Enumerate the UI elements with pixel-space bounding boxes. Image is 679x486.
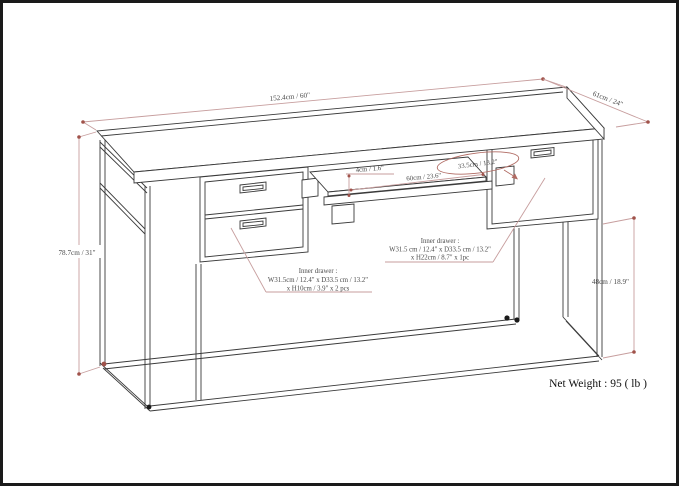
left-pedestal-inner-frame bbox=[204, 171, 304, 258]
callout-right-line2: W31.5 cm / 12.4" x D33.5 cm / 13.2" bbox=[389, 247, 491, 254]
desk-top-right-edge bbox=[566, 85, 605, 141]
callout-right-line1: Inner drawer : bbox=[421, 238, 460, 245]
callout-left-line3: x H10cm / 3.9" x 2 pcs bbox=[287, 286, 350, 293]
height-dimension-label: 78.7cm / 31" bbox=[58, 249, 95, 257]
tray-slide-band bbox=[323, 180, 493, 206]
clearance-dimension-label: 48cm / 18.9" bbox=[592, 278, 629, 286]
callout-left-drawers: Inner drawer : W31.5cm / 12.4" x D33.5 c… bbox=[230, 227, 372, 293]
frame-legs bbox=[99, 140, 603, 412]
tray-depth-dimension-label: 33.5cm / 13.2" bbox=[457, 159, 498, 171]
foot-glide bbox=[146, 404, 152, 410]
desk-top bbox=[96, 85, 605, 184]
tray-width-dimension-label: 60cm / 23.6" bbox=[406, 172, 442, 182]
foot-glide bbox=[514, 317, 520, 323]
foot-glide bbox=[101, 361, 107, 367]
drawer-handle bbox=[239, 217, 267, 230]
tray-lip-dimension-label: 4cm / 1.6" bbox=[355, 165, 384, 174]
drawer-handle-inner bbox=[533, 149, 552, 157]
dimension-clearance: 48cm / 18.9" bbox=[592, 216, 636, 359]
drawer-handle-inner bbox=[242, 184, 264, 191]
tray-slide-left bbox=[301, 177, 319, 199]
dimension-tray-lip: 4cm / 1.6" bbox=[346, 165, 394, 197]
callout-right-line3: x H22cm / 8.7" x 1pc bbox=[411, 255, 469, 262]
keyboard-tray bbox=[301, 156, 515, 225]
width-dimension-label: 152.4cm / 60" bbox=[269, 91, 310, 103]
drawer-handle bbox=[239, 181, 267, 194]
callout-left-line1: Inner drawer : bbox=[299, 268, 338, 275]
drawer-handle-inner bbox=[242, 220, 264, 227]
tray-front-edge bbox=[327, 176, 487, 197]
tray-bracket-left bbox=[331, 203, 355, 225]
dimension-tray-width: 60cm / 23.6" bbox=[349, 172, 485, 192]
left-pedestal bbox=[199, 166, 309, 263]
dimension-height: 78.7cm / 31" bbox=[53, 131, 102, 376]
callout-right-drawer: Inner drawer : W31.5 cm / 12.4" x D33.5 … bbox=[385, 177, 546, 263]
drawer-handle bbox=[530, 146, 555, 159]
foot-glide bbox=[504, 315, 510, 321]
dimension-tray-depth: 33.5cm / 13.2" bbox=[436, 151, 520, 180]
callout-left-line2: W31.5cm / 12.4" x D33.5 cm / 13.2" bbox=[268, 277, 368, 284]
net-weight-label: Net Weight : 95 ( lb ) bbox=[549, 378, 647, 390]
